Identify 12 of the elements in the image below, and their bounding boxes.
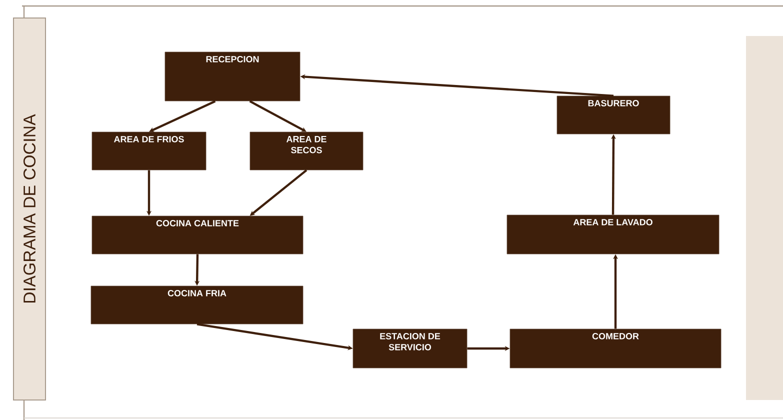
arrow [249,100,306,132]
process-box: AREA DE LAVADO [506,214,720,254]
process-box: BASURERO [556,96,670,134]
process-box: COCINA CALIENTE [92,216,304,254]
process-box: RECEPCION [164,52,300,102]
arrow [149,100,216,132]
process-box: AREA DE SECOS [250,132,364,170]
title-band: DIAGRAMA DE COCINA [13,18,46,400]
process-box: ESTACION DE SERVICIO [352,328,468,368]
process-box: AREA DE FRIOS [92,132,206,170]
process-box: COMEDOR [510,328,722,368]
process-box: COCINA FRIA [90,286,304,324]
